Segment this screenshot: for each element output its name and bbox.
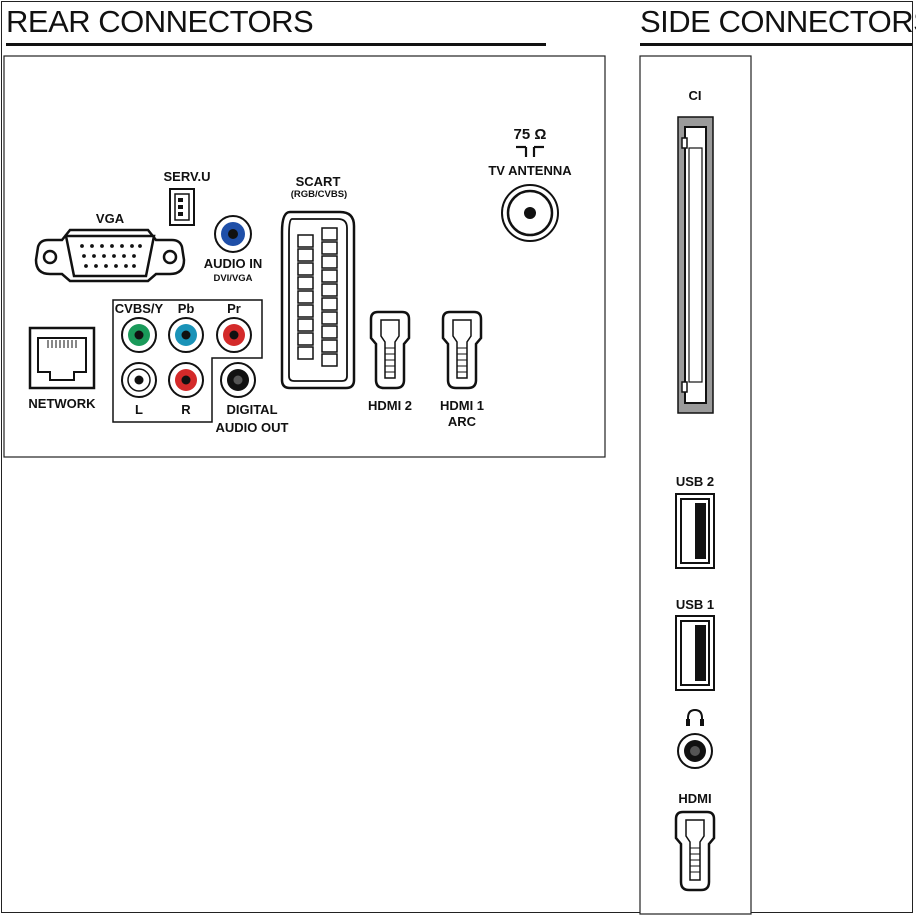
hdmi-1-arc-port-icon[interactable] xyxy=(441,310,483,390)
pb-label: Pb xyxy=(178,301,195,316)
antenna-symbol-icon xyxy=(516,145,544,157)
side-title-rule xyxy=(640,43,912,46)
audio-r-label: R xyxy=(181,402,191,417)
headphone-jack-icon[interactable] xyxy=(677,733,713,769)
pr-jack-icon[interactable] xyxy=(216,317,252,353)
cvbs-y-label: CVBS/Y xyxy=(115,301,164,316)
hdmi-1-label: HDMI 1 xyxy=(440,398,484,413)
side-hdmi-label: HDMI xyxy=(678,791,711,806)
arc-label: ARC xyxy=(448,414,477,429)
coax-antenna-icon[interactable] xyxy=(501,184,559,242)
vga-label: VGA xyxy=(96,211,125,226)
hdmi-2-port-icon[interactable] xyxy=(369,310,411,390)
vga-port-icon[interactable] xyxy=(34,228,186,283)
usb-1-label: USB 1 xyxy=(676,597,714,612)
side-connectors-title: SIDE CONNECTORS xyxy=(640,4,916,39)
audio-in-label: AUDIO IN xyxy=(204,256,263,271)
cvbs-y-jack-icon[interactable] xyxy=(121,317,157,353)
audio-l-label: L xyxy=(135,402,143,417)
usb-1-port-icon[interactable] xyxy=(675,615,715,691)
headphone-icon xyxy=(686,708,704,726)
scart-label: SCART xyxy=(296,174,341,189)
usb-2-label: USB 2 xyxy=(676,474,714,489)
serv-u-label: SERV.U xyxy=(164,169,211,184)
audio-out-label: AUDIO OUT xyxy=(216,420,289,435)
serv-u-port-icon[interactable] xyxy=(169,188,195,226)
scart-sub-label: (RGB/CVBS) xyxy=(291,189,347,200)
network-label: NETWORK xyxy=(28,396,96,411)
component-group-outline xyxy=(112,299,263,423)
usb-2-port-icon[interactable] xyxy=(675,493,715,569)
pr-label: Pr xyxy=(227,301,241,316)
audio-in-sub-label: DVI/VGA xyxy=(213,273,252,284)
digital-label: DIGITAL xyxy=(226,402,277,417)
ohm-label: 75 Ω xyxy=(514,126,547,143)
rear-title-rule xyxy=(6,43,546,46)
ci-label: CI xyxy=(689,88,702,103)
ethernet-port-icon[interactable] xyxy=(28,326,96,390)
tv-antenna-label: TV ANTENNA xyxy=(488,163,572,178)
ci-slot-icon[interactable] xyxy=(677,116,714,414)
audio-l-jack-icon[interactable] xyxy=(121,362,157,398)
digital-audio-out-jack-icon[interactable] xyxy=(220,362,256,398)
rear-connectors-title: REAR CONNECTORS xyxy=(6,4,314,39)
scart-port-icon[interactable] xyxy=(280,210,356,390)
audio-r-jack-icon[interactable] xyxy=(168,362,204,398)
side-hdmi-port-icon[interactable] xyxy=(674,810,716,892)
pb-jack-icon[interactable] xyxy=(168,317,204,353)
audio-in-jack-icon[interactable] xyxy=(214,215,252,253)
hdmi-2-label: HDMI 2 xyxy=(368,398,412,413)
